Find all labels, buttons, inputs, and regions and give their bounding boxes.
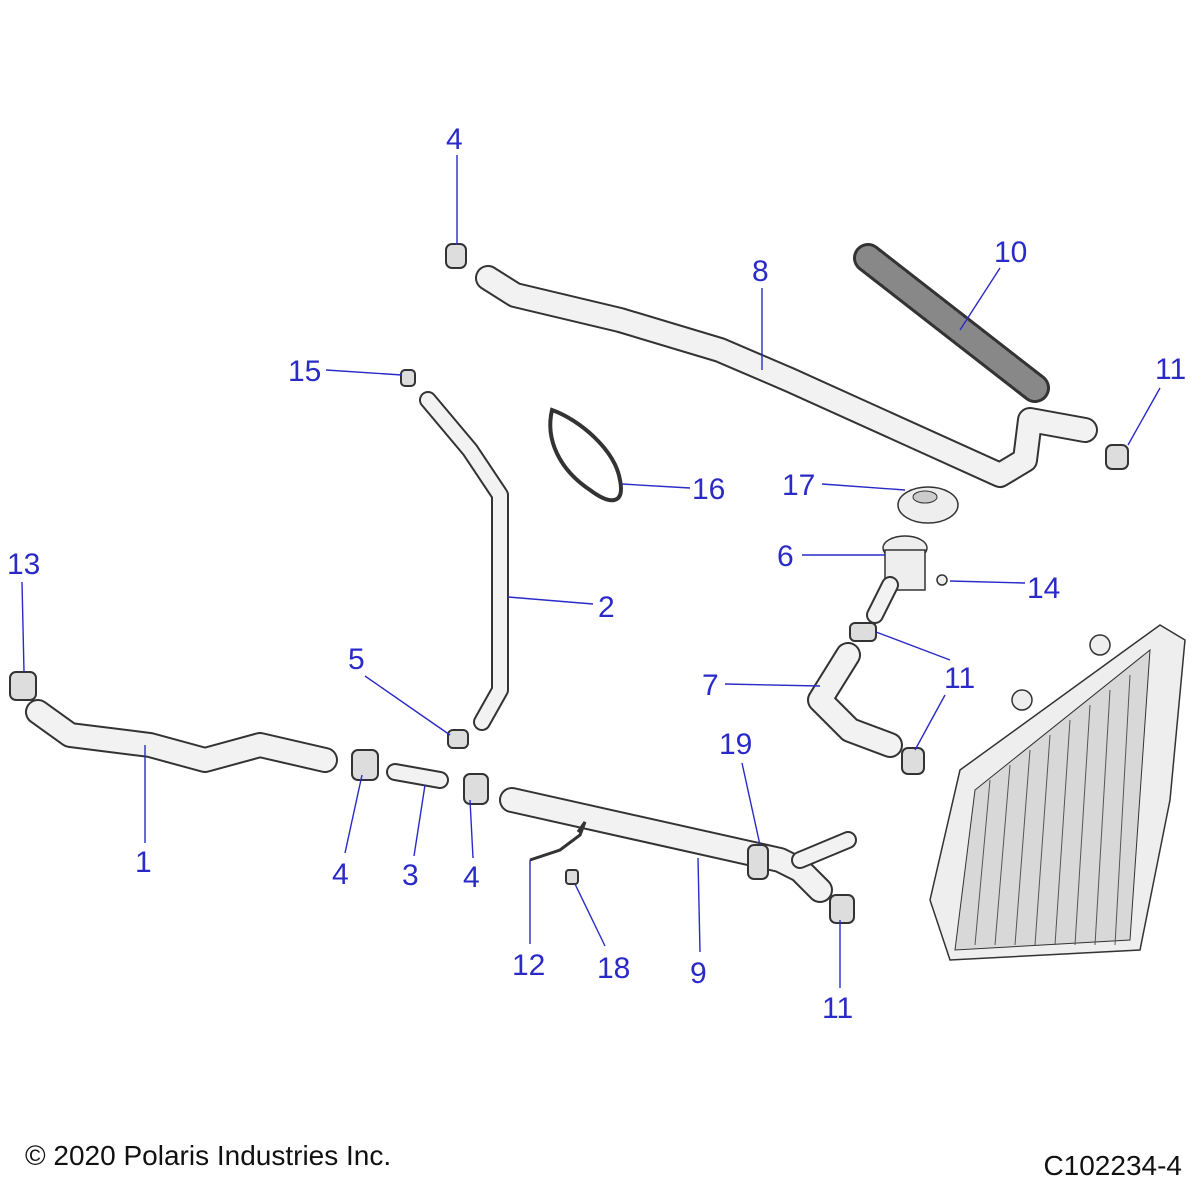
callout-13: 13 [7,548,40,581]
tube-9 [499,787,857,903]
radiator-cap-17 [897,486,959,524]
callout-8: 8 [752,255,769,288]
callout-11: 11 [822,992,853,1025]
callout-4: 4 [332,858,349,891]
callout-12: 12 [512,949,545,982]
callout-18: 18 [597,952,630,985]
callout-17: 17 [782,469,815,502]
leader-lines [21,155,1161,988]
strap-16 [548,407,623,503]
callout-7: 7 [702,669,719,702]
callout-6: 6 [777,540,794,573]
filler-neck-6 [866,535,928,624]
tube-3 [386,763,449,789]
sleeve-10 [853,243,1050,403]
callout-5: 5 [348,643,365,676]
hose-2 [419,391,509,731]
callout-labels: 4 10 8 11 15 16 17 6 14 13 2 5 7 11 19 1… [7,123,1186,1025]
clamps [9,243,1129,924]
callout-11: 11 [944,662,975,695]
callout-14: 14 [1027,572,1060,605]
callout-11: 11 [1155,353,1186,386]
callout-1: 1 [135,846,152,879]
screw-14 [936,574,948,586]
hose-7 [807,642,903,758]
callout-2: 2 [598,591,615,624]
callout-9: 9 [690,957,707,990]
callout-19: 19 [719,728,752,761]
copyright-text: © 2020 Polaris Industries Inc. [25,1140,392,1171]
callout-10: 10 [994,236,1027,269]
callout-15: 15 [288,355,321,388]
diagram-id: C102234-4 [1043,1150,1182,1181]
radiator [929,624,1186,961]
hose-8 [475,265,1098,488]
bracket-12 [529,821,587,862]
hose-1 [25,699,338,773]
callout-4: 4 [446,123,463,156]
callout-3: 3 [402,859,419,892]
callout-16: 16 [692,473,725,506]
callout-4: 4 [463,861,480,894]
